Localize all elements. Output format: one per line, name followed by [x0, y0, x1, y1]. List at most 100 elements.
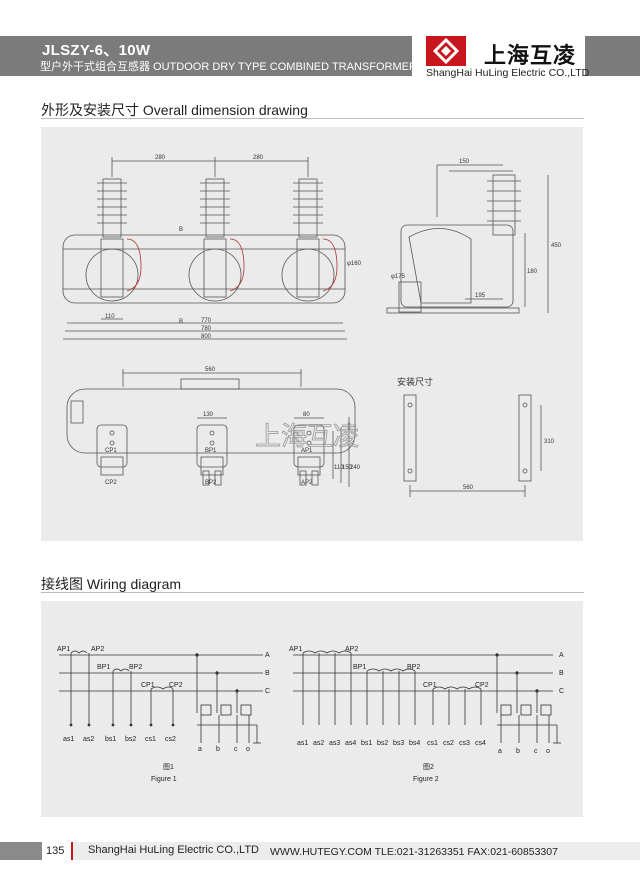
dim-label: 150: [459, 159, 470, 165]
phase-label: B: [559, 670, 564, 677]
brand-logo: 上海互凌: [418, 36, 583, 69]
primary-label: CP1: [141, 682, 155, 689]
section-divider: [41, 592, 584, 593]
secondary-label: cs2: [443, 740, 454, 747]
brand-name-en: ShangHai HuLing Electric CO.,LTD: [426, 67, 590, 79]
mount-rail-right: [518, 394, 532, 482]
meter-label: c: [234, 746, 238, 753]
figure2-labels: AP1 AP2 BP1 BP2 CP1 CP2 A B C as1 as2 as…: [289, 646, 564, 783]
primary-label: AP2: [345, 646, 358, 653]
terminal-label: BP1: [205, 448, 217, 454]
phase-label: C: [559, 688, 564, 695]
bushing-c: [281, 178, 335, 302]
meter-label: o: [246, 746, 250, 753]
terminal-label: CP1: [105, 448, 117, 454]
primary-label: CP2: [169, 682, 183, 689]
dim-label: 310: [544, 439, 555, 445]
primary-label: AP1: [57, 646, 70, 653]
dim-label: φ175: [391, 274, 406, 280]
header-accent-bar: [585, 36, 640, 76]
terminal-bp: [196, 424, 228, 486]
watermark: 上海互凌: [255, 421, 359, 451]
dim-label: 560: [205, 367, 216, 373]
secondary-label: as4: [345, 740, 356, 747]
dim-label: 450: [551, 243, 562, 249]
terminal-label: AP1: [301, 448, 313, 454]
mount-title: 安装尺寸: [397, 376, 433, 387]
dim-label: 130: [203, 412, 214, 418]
terminal-label: AP2: [301, 480, 313, 486]
footer-separator: [71, 842, 73, 860]
section-divider: [41, 118, 584, 119]
dim-label: 150: [342, 465, 353, 471]
secondary-label: bs1: [361, 740, 372, 747]
terminal-label: BP2: [205, 480, 217, 486]
meter-label: o: [546, 748, 550, 755]
dim-label: 780: [201, 326, 212, 332]
terminal-cp: [96, 424, 128, 476]
figure-caption-cn: 图1: [163, 763, 174, 771]
secondary-label: cs3: [459, 740, 470, 747]
secondary-label: bs2: [377, 740, 388, 747]
dim-label: 770: [201, 318, 212, 324]
secondary-label: as2: [83, 736, 94, 743]
dim-label: B: [179, 319, 183, 325]
dim-label: 240: [350, 465, 361, 471]
primary-label: BP1: [97, 664, 110, 671]
meter-label: c: [534, 748, 538, 755]
footer-bar-left: [0, 842, 42, 860]
dim-label: 110: [105, 314, 115, 320]
primary-label: CP1: [423, 682, 437, 689]
secondary-label: bs3: [393, 740, 404, 747]
figure-caption-en: Figure 2: [413, 776, 439, 783]
side-body: [400, 224, 514, 308]
dimension-drawing-panel: 280 280 770 780 800 110 B B φ160 150 450…: [41, 127, 583, 541]
meter-label: a: [498, 748, 502, 755]
dim-label: 110: [334, 465, 344, 471]
dim-label: φ160: [347, 261, 362, 267]
mount-rail-left: [403, 394, 417, 482]
secondary-label: as2: [313, 740, 324, 747]
secondary-label: as1: [63, 736, 74, 743]
meter-label: b: [216, 746, 220, 753]
terminal-label: CP2: [105, 480, 117, 486]
dim-label: 195: [475, 293, 486, 299]
primary-label: BP2: [129, 664, 142, 671]
wiring-section-title: 接线图 Wiring diagram: [41, 576, 182, 592]
primary-label: CP2: [475, 682, 489, 689]
dimension-labels: 280 280 770 780 800 110 B B φ160 150 450…: [105, 155, 562, 491]
page-number: 135: [46, 845, 65, 857]
dimension-section-title: 外形及安装尺寸 Overall dimension drawing: [41, 102, 308, 118]
secondary-label: as1: [297, 740, 308, 747]
wiring-diagram: AP1 AP2 BP1 BP2 CP1 CP2 A B C as1 as2 bs…: [57, 646, 564, 783]
brand-name-cn: 上海互凌: [484, 44, 577, 69]
secondary-label: bs4: [409, 740, 420, 747]
product-model: JLSZY-6、10W: [42, 42, 151, 59]
figure-caption-en: Figure 1: [151, 776, 177, 783]
phase-label: A: [265, 652, 270, 659]
phase-label: C: [265, 688, 270, 695]
figure1-labels: AP1 AP2 BP1 BP2 CP1 CP2 A B C as1 as2 bs…: [57, 646, 270, 783]
phase-label: B: [265, 670, 270, 677]
secondary-label: cs4: [475, 740, 486, 747]
dim-label: 80: [303, 412, 310, 418]
primary-label: AP2: [91, 646, 104, 653]
dim-label: 180: [527, 269, 538, 275]
secondary-label: as3: [329, 740, 340, 747]
footer-bar-right: [72, 842, 640, 860]
phase-label: A: [559, 652, 564, 659]
meter-label: a: [198, 746, 202, 753]
primary-label: BP2: [407, 664, 420, 671]
secondary-label: bs2: [125, 736, 136, 743]
dim-label: 800: [201, 334, 212, 340]
secondary-label: cs1: [427, 740, 438, 747]
terminal-ap: [293, 424, 325, 486]
brand-logo-icon: [426, 36, 466, 66]
secondary-label: cs1: [145, 736, 156, 743]
footer-contact: WWW.HUTEGY.COM TLE:021-31263351 FAX:021-…: [270, 846, 558, 858]
dimension-drawing: 280 280 770 780 800 110 B B φ160 150 450…: [62, 155, 562, 497]
primary-label: BP1: [353, 664, 366, 671]
figure-caption-cn: 图2: [423, 763, 434, 771]
secondary-label: bs1: [105, 736, 116, 743]
header-bar: JLSZY-6、10W 型户外干式组合互感器 OUTDOOR DRY TYPE …: [0, 36, 417, 76]
